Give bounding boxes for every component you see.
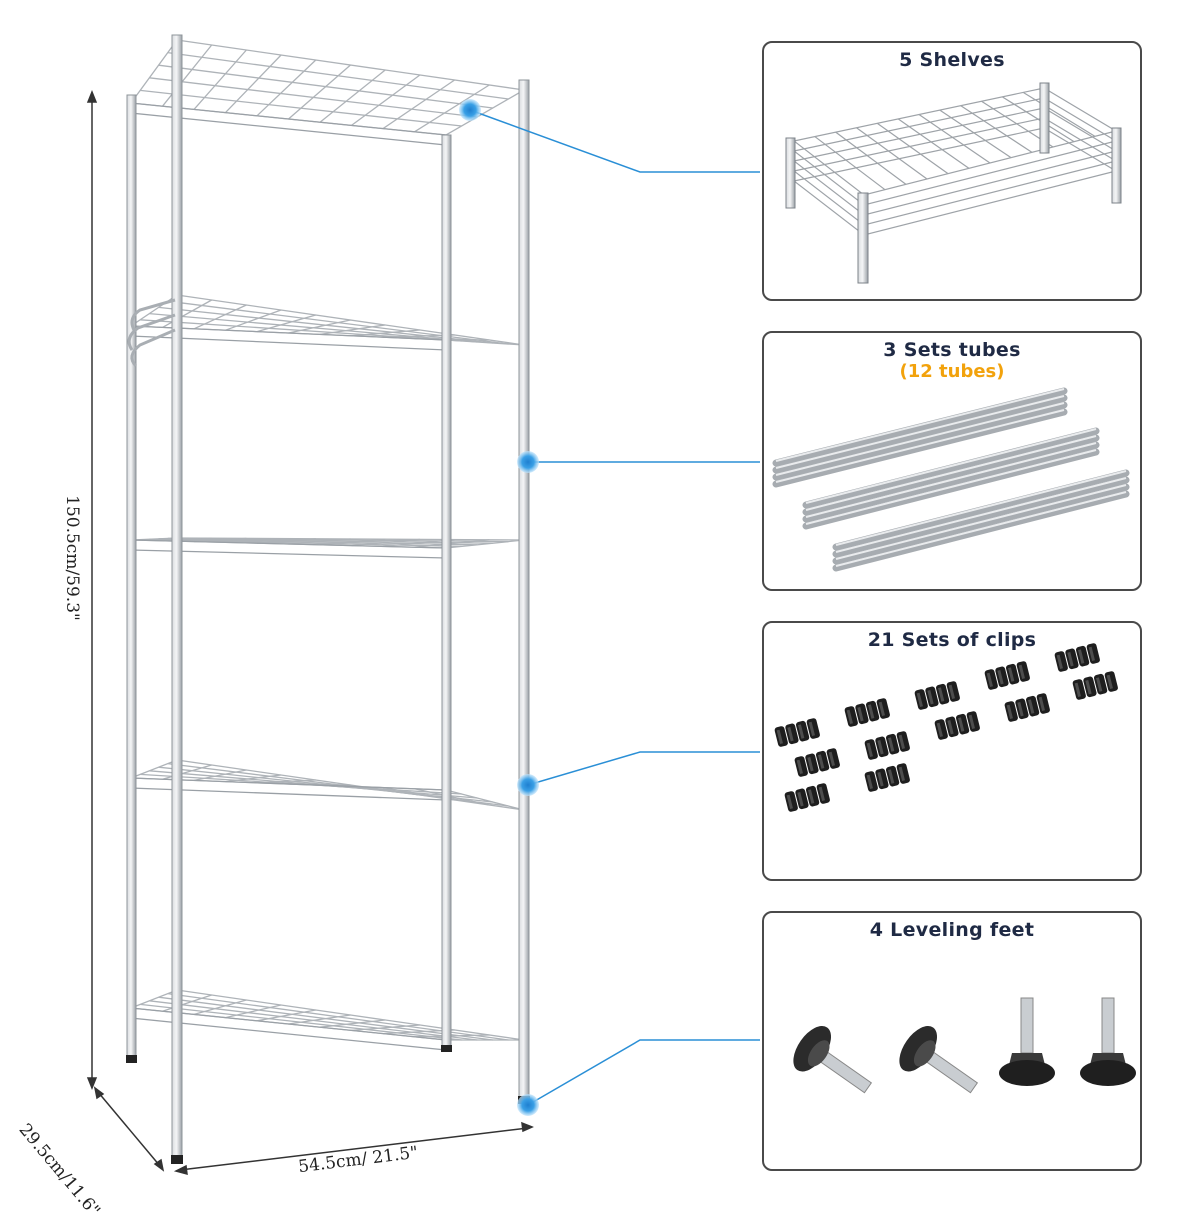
leveling-foot bbox=[793, 1025, 873, 1094]
clip-set bbox=[984, 661, 1030, 690]
stacked-shelves-icon bbox=[785, 82, 1122, 284]
clip-set bbox=[774, 718, 820, 747]
tube-bundles-icon bbox=[772, 387, 1130, 572]
tube-bundle bbox=[802, 427, 1100, 530]
panel-leveling-feet: 4 Leveling feet bbox=[762, 911, 1142, 1171]
panel-title: 21 Sets of clips bbox=[867, 629, 1037, 651]
clip-set bbox=[1054, 643, 1100, 672]
callout-dot-tubes bbox=[517, 451, 539, 473]
side-hooks bbox=[127, 298, 176, 368]
clip-set bbox=[914, 681, 960, 710]
stacked-shelf bbox=[792, 107, 1118, 216]
wire-shelf bbox=[130, 989, 525, 1051]
rack-poles bbox=[126, 34, 530, 1164]
panel-title: 3 Sets tubes bbox=[883, 339, 1021, 361]
wire-shelf bbox=[129, 39, 526, 146]
panel-title: 4 Leveling feet bbox=[869, 919, 1035, 941]
clip-set bbox=[794, 748, 840, 777]
clip-set bbox=[1072, 671, 1118, 700]
leveling-feet-icon bbox=[793, 997, 1136, 1094]
clip-set bbox=[934, 711, 980, 740]
tube-bundle bbox=[772, 387, 1068, 488]
callout-dots bbox=[459, 99, 539, 1116]
panel-title: 5 Shelves bbox=[899, 49, 1005, 71]
height-dimension-label: 150.5cm/59.3" bbox=[62, 495, 82, 621]
wire-shelf bbox=[130, 537, 525, 559]
wire-shelf bbox=[130, 759, 525, 811]
shelf-frames bbox=[129, 39, 526, 1051]
panel-shelves: 5 Shelves bbox=[762, 41, 1142, 301]
clip-set bbox=[1004, 693, 1050, 722]
tube-bundle bbox=[832, 469, 1130, 572]
leveling-foot bbox=[999, 997, 1055, 1086]
panel-tubes: 3 Sets tubes (12 tubes) bbox=[762, 331, 1142, 591]
dimension-lines bbox=[86, 89, 534, 1176]
clip-set bbox=[844, 698, 890, 727]
clip-set bbox=[784, 783, 830, 812]
leveling-foot bbox=[899, 1025, 979, 1094]
leveling-foot bbox=[1080, 997, 1136, 1086]
callout-dot-shelves bbox=[459, 99, 481, 121]
callout-dot-clips bbox=[517, 774, 539, 796]
panel-subtitle: (12 tubes) bbox=[899, 361, 1005, 382]
black-clips-icon bbox=[774, 643, 1118, 812]
wire-shelving-unit bbox=[86, 34, 760, 1176]
clip-set bbox=[864, 731, 910, 760]
wire-shelf bbox=[129, 294, 525, 351]
stacked-shelf bbox=[792, 97, 1118, 206]
callout-dot-feet bbox=[517, 1094, 539, 1116]
clip-set bbox=[864, 763, 910, 792]
callout-lines bbox=[469, 109, 760, 1106]
panel-clips: 21 Sets of clips bbox=[762, 621, 1142, 881]
